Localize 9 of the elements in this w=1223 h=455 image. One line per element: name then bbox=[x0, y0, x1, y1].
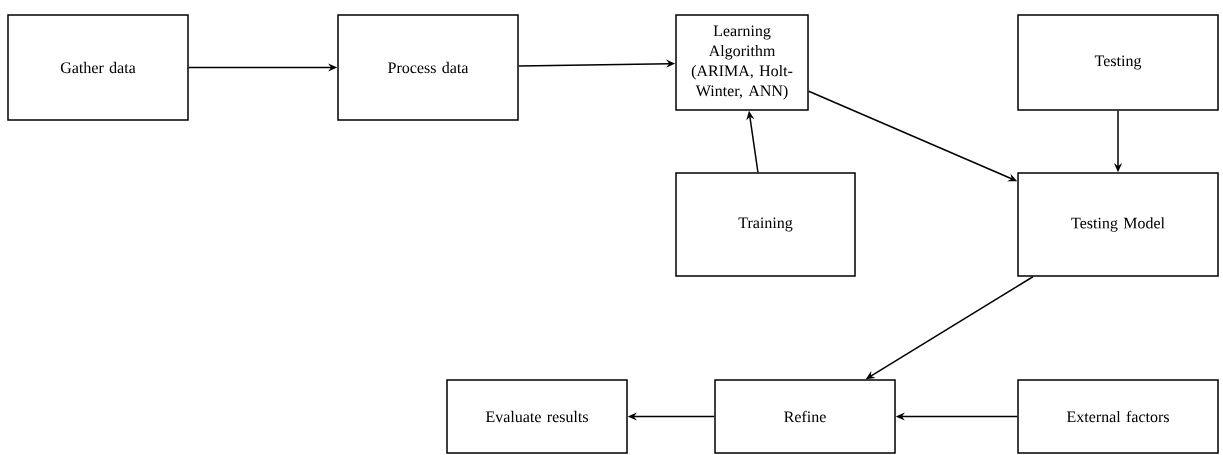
process-box: Gather data bbox=[7, 14, 189, 121]
process-box: Testing Model bbox=[1017, 172, 1219, 277]
process-box: Process data bbox=[337, 14, 519, 121]
process-box: Evaluate results bbox=[446, 379, 628, 454]
process-box: External factors bbox=[1017, 379, 1219, 454]
process-box: Training bbox=[675, 172, 856, 277]
process-box: Refine bbox=[714, 379, 896, 454]
process-box: Testing bbox=[1017, 14, 1219, 111]
process-box: Learning Algorithm (ARIMA, Holt-Winter, ANN) bbox=[675, 14, 809, 111]
